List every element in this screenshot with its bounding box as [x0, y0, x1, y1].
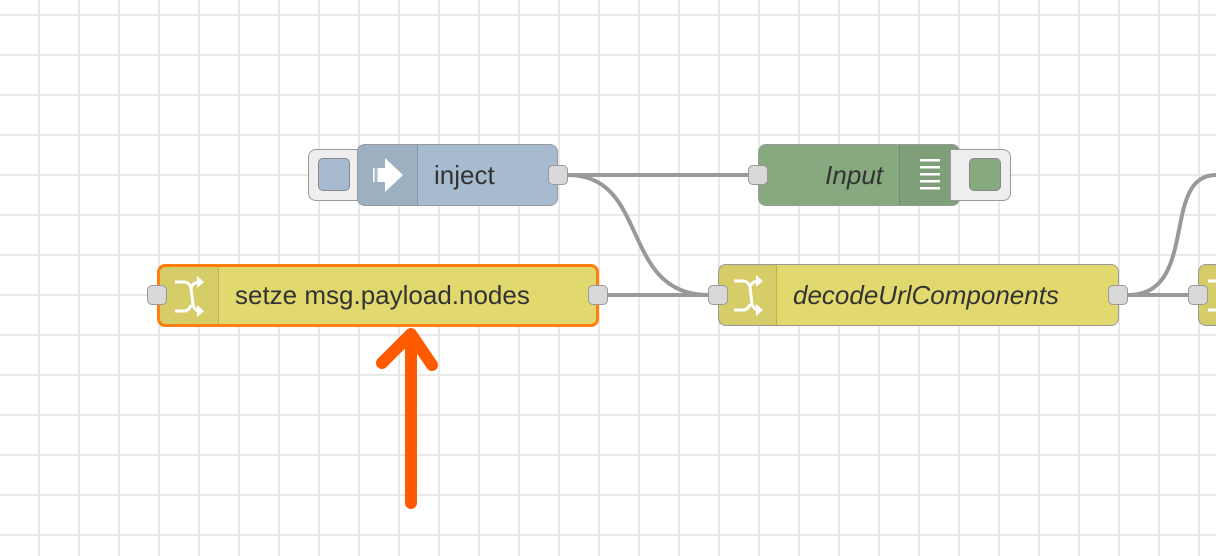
annotation-arrow	[376, 328, 438, 509]
debug-list-icon	[899, 145, 959, 205]
inject-arrow-icon	[358, 145, 418, 205]
change-set-output-port[interactable]	[588, 285, 608, 305]
shuffle-icon	[719, 265, 777, 325]
input-node-label: Input	[825, 159, 883, 190]
inject-trigger-button[interactable]	[308, 149, 366, 201]
input-input-port[interactable]	[748, 165, 768, 185]
change-node-decode[interactable]: decodeUrlComponents	[718, 264, 1119, 326]
wire-inject-to-decode[interactable]	[567, 173, 709, 297]
input-debug-toggle-inner	[969, 158, 1001, 191]
wire-decode-to-next[interactable]	[1127, 173, 1216, 297]
change-set-label: setze msg.payload.nodes	[235, 280, 530, 310]
inject-output-port[interactable]	[548, 165, 568, 185]
inject-node[interactable]: inject	[357, 144, 558, 206]
shuffle-icon	[160, 267, 219, 324]
change-decode-output-port[interactable]	[1108, 285, 1128, 305]
inject-trigger-inner	[318, 158, 350, 191]
change-node-set-payload[interactable]: setze msg.payload.nodes	[157, 264, 599, 327]
change-partial-input-port[interactable]	[1188, 285, 1208, 305]
input-debug-toggle[interactable]	[950, 149, 1011, 201]
input-debug-node[interactable]: Input	[758, 144, 960, 206]
change-decode-label: decodeUrlComponents	[793, 279, 1059, 310]
change-set-input-port[interactable]	[147, 285, 167, 305]
inject-node-label: inject	[434, 159, 495, 190]
change-decode-input-port[interactable]	[708, 285, 728, 305]
